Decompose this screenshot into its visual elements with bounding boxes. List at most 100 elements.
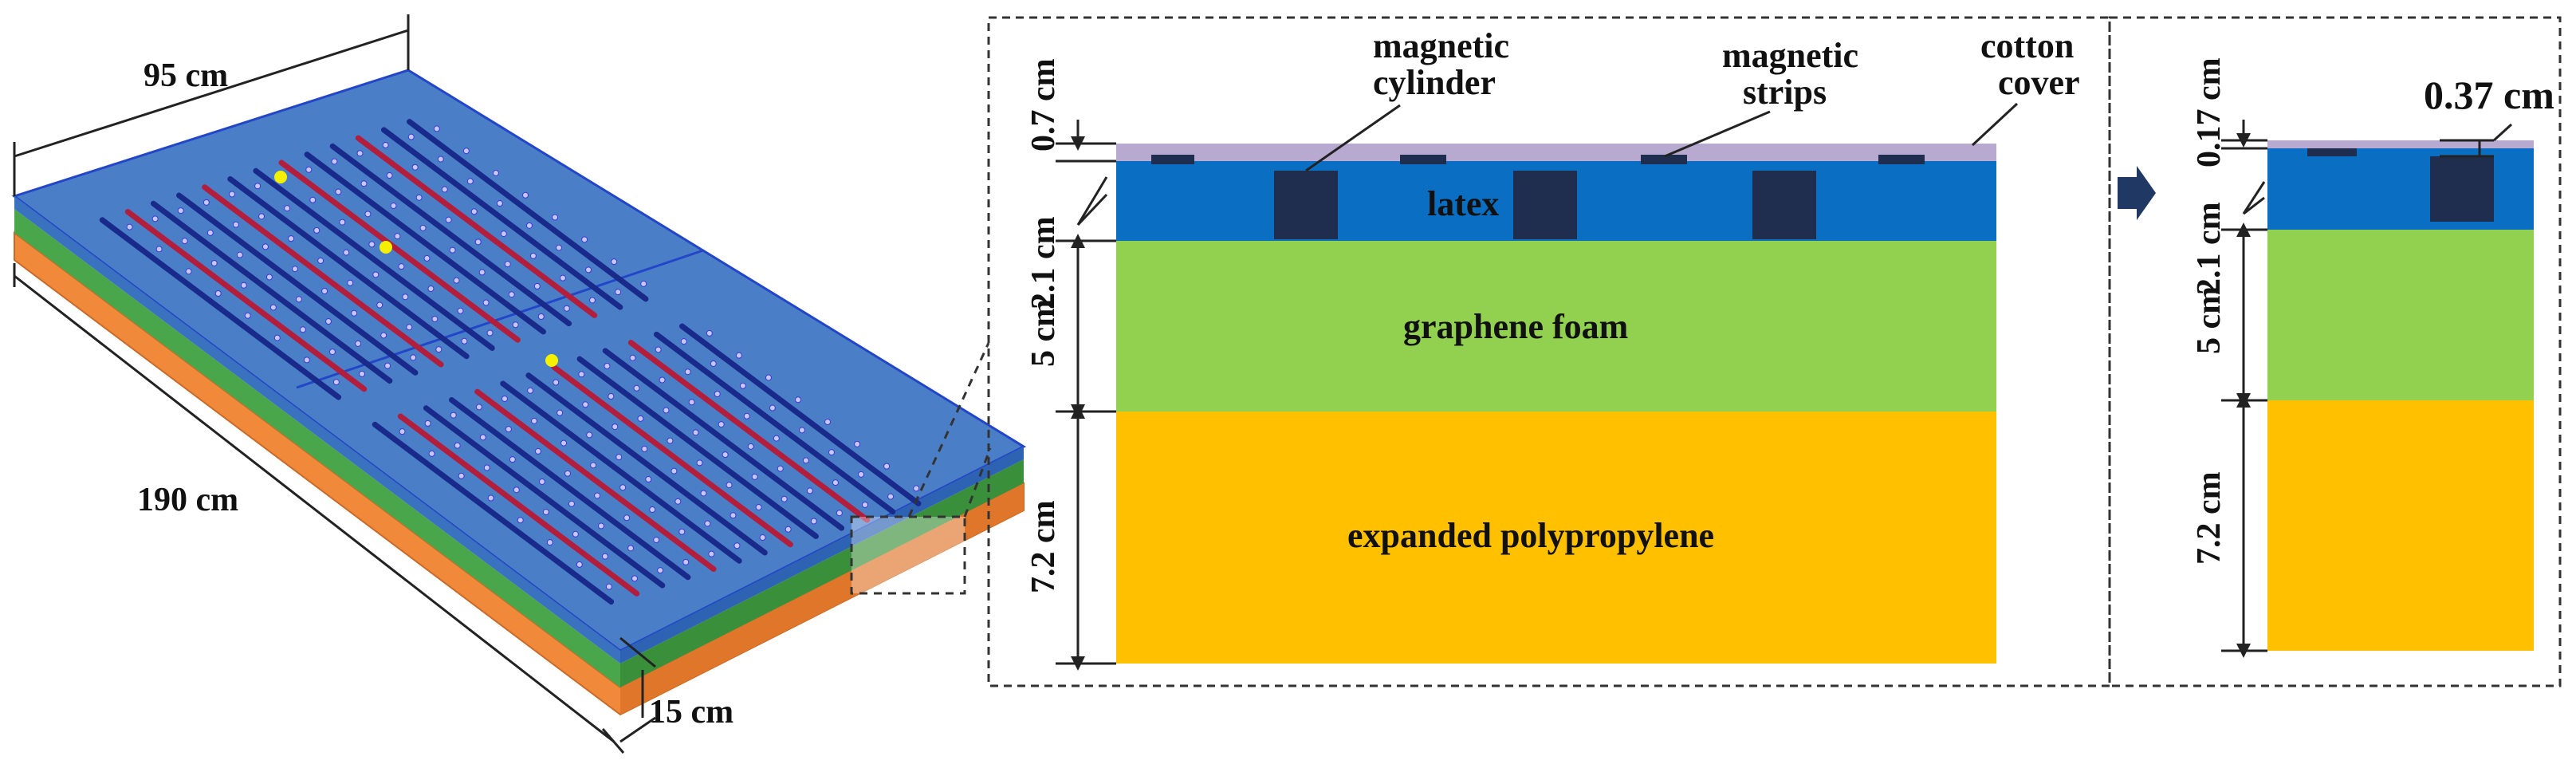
magnet-dot <box>236 251 243 258</box>
magnet-dot <box>751 473 758 480</box>
magnet-dot <box>777 465 784 472</box>
magnet-dot <box>619 484 627 491</box>
magnet-dot <box>708 550 715 557</box>
magnetic-strip-line <box>150 200 393 384</box>
magnet-dot <box>398 263 405 270</box>
magnet-dot <box>435 346 442 353</box>
magnet-dot <box>706 329 713 337</box>
magnet-dot <box>437 156 444 163</box>
magnet-dot <box>351 309 358 317</box>
cotton-cover-label-1: cotton <box>1980 26 2074 65</box>
length-label: 190 cm <box>137 482 238 518</box>
magnet-dot <box>560 439 568 447</box>
magnet-dot <box>883 463 891 470</box>
magnetic-cylinder-label-2: cylinder <box>1373 63 1496 102</box>
magnet-dot <box>450 412 457 419</box>
magnet-dot <box>427 285 435 292</box>
magnetic-strip-line <box>304 152 546 335</box>
magnet-dot <box>317 257 324 264</box>
magnet-dot <box>538 478 545 485</box>
magnet-dot <box>428 450 435 457</box>
magnet-dot <box>594 492 601 499</box>
magnet-dot <box>598 522 605 530</box>
magnet-dot <box>500 230 507 238</box>
magnet-dot <box>295 296 302 303</box>
magnet-dot <box>390 203 397 210</box>
magnet-dot <box>611 258 618 266</box>
thickness-label: 15 cm <box>649 694 733 731</box>
magnetic-strip <box>1641 155 1687 164</box>
magnetic-strip-line <box>602 348 845 531</box>
magnet-dot <box>496 200 503 207</box>
magnet-dot <box>645 475 652 482</box>
magnetic-strip-line <box>176 192 419 376</box>
magnet-dot <box>372 271 380 278</box>
magnetic-strip <box>1151 155 1194 164</box>
magnet-dot <box>415 194 423 201</box>
magnet-dot <box>785 526 792 533</box>
detail-graphene-dim-label: 5 cm <box>2191 286 2228 354</box>
magnet-dot <box>631 575 638 582</box>
magnet-dot <box>206 229 214 236</box>
magnetic-cylinder <box>1752 171 1816 239</box>
magnetic-strip <box>1878 155 1925 164</box>
red-strip <box>124 209 368 392</box>
magnet-dot <box>423 254 431 262</box>
magnet-dot <box>559 274 566 282</box>
magnetic-strip-line <box>329 143 572 327</box>
graphene-side-layer <box>14 209 620 687</box>
magnet-dot <box>505 426 512 433</box>
magnet-dot <box>284 205 291 212</box>
magnet-dot <box>629 354 636 361</box>
magnet-dot <box>608 393 615 400</box>
graphene-dim-label: 5 cm <box>1025 299 1062 367</box>
magnet-dot <box>765 374 772 381</box>
magnet-dot <box>525 222 533 229</box>
magnet-dot <box>700 490 707 497</box>
magnet-dot <box>453 277 460 284</box>
epp-dim-label: 7.2 cm <box>1025 500 1062 593</box>
magnet-dot <box>659 376 666 384</box>
magnet-dot <box>572 530 579 538</box>
magnet-dot <box>431 316 439 323</box>
magnet-dot <box>887 493 895 500</box>
magnet-dot <box>640 280 647 287</box>
magnet-dot <box>527 387 534 394</box>
detail-magnetic-cylinder <box>2430 156 2494 222</box>
magnet-dot <box>419 224 427 231</box>
magnet-dot <box>722 451 729 459</box>
detail-graphene-layer <box>2267 230 2534 400</box>
magnet-dot <box>773 435 780 442</box>
magnet-dot <box>492 169 499 176</box>
magnetic-strip-line <box>99 217 342 400</box>
magnet-dot <box>328 349 336 356</box>
magnet-dot <box>339 219 346 226</box>
magnetic-strips-label-1: magnetic <box>1722 36 1858 75</box>
magnet-dot <box>504 261 511 268</box>
magnetic-strip-line <box>380 127 623 310</box>
magnet-dot <box>615 454 623 461</box>
magnet-dot <box>232 221 239 228</box>
magnet-dot <box>382 141 389 148</box>
graphene-foam-layer <box>1116 241 1996 412</box>
magnet-dot <box>655 346 662 353</box>
magnet-dot <box>588 297 596 304</box>
detail-panel: 0.37 cm 0.17 cm 2.1 cm 5 cm 7.2 cm <box>2108 16 2562 687</box>
magnetic-cylinder <box>1274 171 1338 239</box>
magnet-dot <box>861 501 868 508</box>
magnet-dot <box>684 368 691 376</box>
magnet-dot <box>461 337 468 345</box>
detail-magnet-dim-label: 0.37 cm <box>2424 73 2554 117</box>
magnetic-strip-line <box>525 372 768 556</box>
magnet-dot <box>522 191 529 199</box>
magnet-dot <box>542 509 549 516</box>
magnet-dot <box>578 371 585 378</box>
magnetic-strip-line <box>653 331 896 515</box>
magnet-dot <box>177 207 184 215</box>
magnet-dot <box>376 301 383 309</box>
magnet-dot <box>568 500 575 507</box>
magnet-dot <box>798 427 805 434</box>
magnet-dot <box>262 243 269 250</box>
magnet-dot <box>806 487 813 494</box>
magnet-dot <box>273 334 281 341</box>
